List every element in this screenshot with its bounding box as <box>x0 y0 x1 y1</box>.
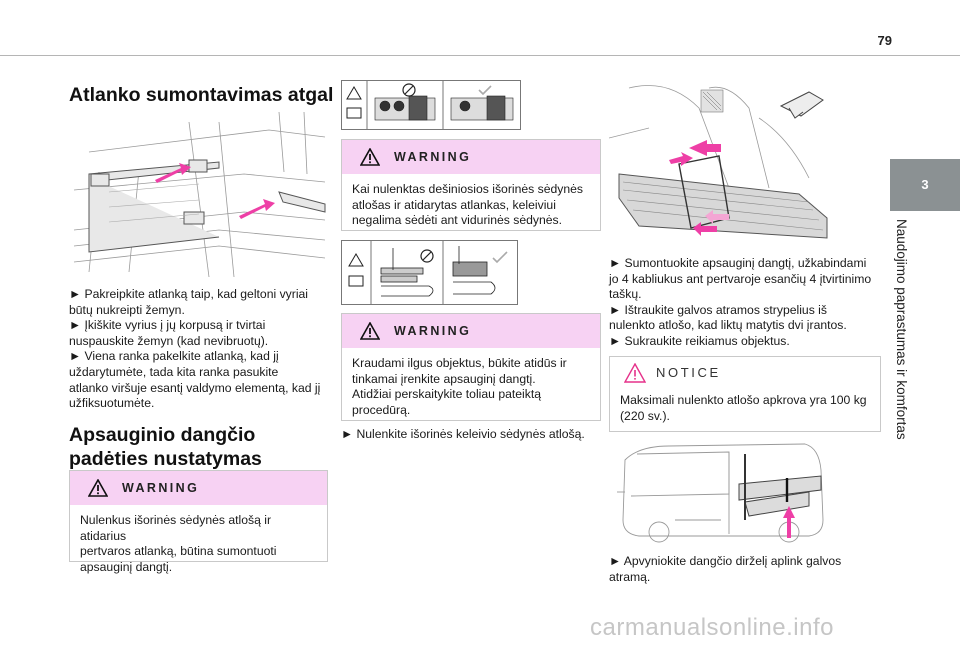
notice-line: (220 sv.). <box>620 408 670 423</box>
illustration-protective-cover <box>609 85 828 239</box>
warning-header: WARNING <box>70 471 327 505</box>
warning-line: pertvaros atlanką, būtina sumontuoti <box>80 544 277 559</box>
warning-box-mid-1: WARNING Kai nulenktas dešiniosios išorin… <box>341 139 601 231</box>
warning-header: WARNING <box>342 314 600 348</box>
chapter-title-wrap: Naudojimo paprastumas ir komfortas <box>840 219 960 479</box>
section-heading-cover: Apsauginio dangčio padėties nustatymas <box>69 423 262 471</box>
step-line: nulenkto atlošo, kad liktų matytis dvi į… <box>609 318 847 333</box>
warning-triangle-icon <box>346 86 362 100</box>
left-steps: ► Pakreipkite atlanką taip, kad geltoni … <box>69 287 331 412</box>
warning-triangle-icon <box>360 322 380 340</box>
step-line: užfiksuotumėte. <box>69 396 155 411</box>
section-heading-partition: Atlanko sumontavimas atgal <box>69 84 334 106</box>
right-final-step: ► Apvyniokite dangčio dirželį aplink gal… <box>609 554 883 585</box>
heading-line: padėties nustatymas <box>69 448 262 470</box>
heading-line: Apsauginio dangčio <box>69 424 256 446</box>
middle-step: ► Nulenkite išorinės keleivio sėdynės at… <box>341 427 585 441</box>
notice-text: Maksimali nulenkto atlošo apkrova yra 10… <box>610 391 880 430</box>
warning-header: WARNING <box>342 140 600 174</box>
notice-header: NOTICE <box>610 357 880 391</box>
warning-triangle-icon <box>348 253 364 267</box>
prohibited-icon <box>420 249 434 263</box>
pink-arrow <box>239 199 275 219</box>
notice-box: NOTICE Maksimali nulenkto atlošo apkrova… <box>609 356 881 432</box>
pink-arrow <box>693 222 717 236</box>
warning-triangle-icon <box>88 479 108 497</box>
header-rule <box>0 55 960 56</box>
watermark: carmanualsonline.info <box>590 614 834 641</box>
step-line: taškų. <box>609 287 642 302</box>
step-line: atramą. <box>609 569 651 584</box>
warning-text: Nulenkus išorinės sėdynės atlošą ir atid… <box>70 505 327 583</box>
step-line: atlanko viršuje esantį valdymo elementą,… <box>69 380 321 395</box>
step-line: būtų nukreipti žemyn. <box>69 302 185 317</box>
warning-line: Nulenkus išorinės sėdynės atlošą ir atid… <box>80 513 272 543</box>
warning-triangle-icon <box>360 148 380 166</box>
check-mark-icon <box>478 85 492 96</box>
step-line: ► Viena ranka pakelkite atlanką, kad jį <box>69 349 279 364</box>
step-line: ► Sumontuokite apsauginį dangtį, užkabin… <box>609 256 867 270</box>
warning-line: apsauginį dangtį. <box>80 559 173 574</box>
pink-arrow <box>783 506 795 538</box>
step-line: ► Apvyniokite dangčio dirželį aplink gal… <box>609 554 842 568</box>
warning-label: WARNING <box>394 324 472 338</box>
warning-line: tinkamai įrenkite apsauginį dangtį. <box>352 371 536 386</box>
warning-text: Kai nulenktas dešiniosios išorinės sėdyn… <box>342 174 600 237</box>
chapter-title: Naudojimo paprastumas ir komfortas <box>894 219 909 440</box>
illustration-van-strap <box>617 443 824 543</box>
warning-label: WARNING <box>122 481 200 495</box>
check-mark-icon <box>492 251 508 264</box>
pictogram-long-load <box>341 240 518 305</box>
warning-line: procedūrą. <box>352 402 411 417</box>
prohibited-icon <box>402 83 416 97</box>
warning-line: Kraudami ilgus objektus, būkite atidūs i… <box>352 356 567 370</box>
warning-line: Atidžiai perskaitykite toliau pateiktą <box>352 387 542 402</box>
pink-arrow <box>155 163 191 183</box>
manual-book-icon <box>348 275 364 287</box>
notice-label: NOTICE <box>656 365 721 380</box>
page-number: 79 <box>877 33 892 48</box>
pink-arrow <box>669 152 693 166</box>
step-line: nuspauskite žemyn (kad nevibruotų). <box>69 333 269 348</box>
warning-text: Kraudami ilgus objektus, būkite atidūs i… <box>342 348 600 426</box>
step-line: ► Įkiškite vyrius į jų korpusą ir tvirta… <box>69 318 266 333</box>
warning-label: WARNING <box>394 150 472 164</box>
manual-book-icon <box>346 107 362 119</box>
step-line: ► Pakreipkite atlanką taip, kad geltoni … <box>69 287 309 301</box>
warning-box-mid-2: WARNING Kraudami ilgus objektus, būkite … <box>341 313 601 421</box>
notice-line: Maksimali nulenkto atlošo apkrova yra 10… <box>620 393 867 407</box>
warning-line: negalima sėdėti ant vidurinės sėdynės. <box>352 213 563 228</box>
step-line: uždarytumėte, tada kita ranka pasukite <box>69 364 279 379</box>
right-steps: ► Sumontuokite apsauginį dangtį, užkabin… <box>609 256 883 350</box>
step-line: ► Ištraukite galvos atramos strypelius i… <box>609 302 827 317</box>
pink-arrow <box>689 140 721 156</box>
step-line: ► Sukraukite reikiamus objektus. <box>609 333 790 348</box>
pictogram-seat-usage <box>341 80 521 130</box>
warning-line: atlošas ir atidarytas atlankas, keleiviu… <box>352 197 556 212</box>
illustration-partition-flap <box>73 112 326 278</box>
pink-arrow <box>705 210 729 224</box>
chapter-tab[interactable]: 3 <box>890 159 960 211</box>
warning-box-left: WARNING Nulenkus išorinės sėdynės atlošą… <box>69 470 328 574</box>
notice-triangle-icon <box>624 363 646 383</box>
step-line: jo 4 kabliukus ant pertvaroje esančių 4 … <box>609 271 872 286</box>
warning-line: Kai nulenktas dešiniosios išorinės sėdyn… <box>352 182 584 196</box>
